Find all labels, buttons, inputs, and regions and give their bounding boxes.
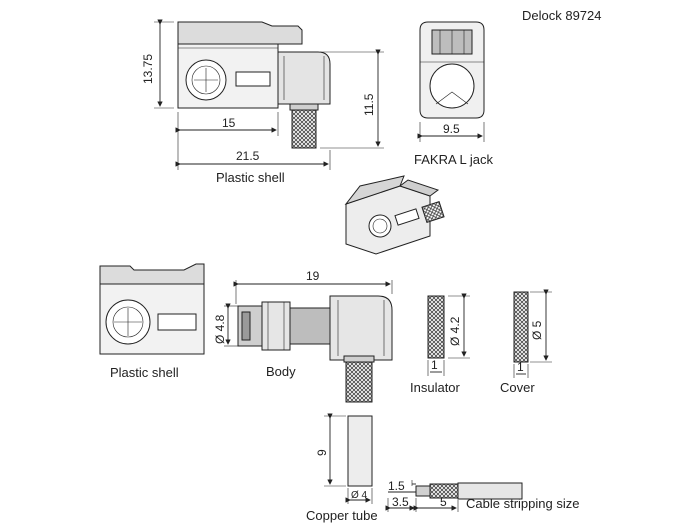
dim-dia-4-8: Ø 4.8 (213, 314, 227, 344)
cable-strip-part: 1.5 3.5 5 Cable stripping size (385, 479, 579, 512)
label-insulator: Insulator (410, 380, 461, 395)
dim-cov-1: 1 (517, 360, 524, 374)
dim-13-75: 13.75 (141, 54, 155, 84)
dim-15: 15 (222, 116, 236, 130)
dim-dia-4-2: Ø 4.2 (448, 316, 462, 346)
label-fakra: FAKRA L jack (414, 152, 493, 167)
page-title: Delock 89724 (522, 8, 602, 23)
copper-tube-part: 9 Ø 4 Copper tube (306, 413, 378, 523)
dim-tube-dia-4: Ø 4 (351, 490, 368, 501)
dim-9-5: 9.5 (443, 122, 460, 136)
label-copper-tube: Copper tube (306, 508, 378, 523)
dim-21-5: 21.5 (236, 149, 260, 163)
iso-view (344, 175, 445, 255)
dim-strip-3-5: 3.5 (392, 495, 409, 509)
fakra-side-view: 9.5 FAKRA L jack (414, 21, 493, 167)
label-plastic-shell-top: Plastic shell (216, 170, 285, 185)
cover-part: Ø 5 1 Cover (500, 289, 552, 395)
insulator-part: Ø 4.2 1 Insulator (410, 293, 470, 395)
label-cable-strip: Cable stripping size (466, 496, 579, 511)
dim-ins-1: 1 (431, 358, 438, 372)
label-plastic-shell-bottom: Plastic shell (110, 365, 179, 380)
dim-strip-1-5: 1.5 (388, 479, 405, 493)
dim-tube-9: 9 (315, 449, 329, 456)
plastic-shell-part: Plastic shell (99, 263, 205, 380)
dim-11-5: 11.5 (362, 93, 376, 116)
shell-front-view (177, 21, 331, 149)
dims-top-left: 13.75 15 21.5 11.5 Plastic shell (141, 19, 384, 185)
dim-19: 19 (306, 269, 320, 283)
label-cover: Cover (500, 380, 535, 395)
dim-dia-5: Ø 5 (530, 320, 544, 340)
dim-strip-5: 5 (440, 495, 447, 509)
body-part: 19 Ø 4.8 Body (213, 269, 393, 403)
label-body: Body (266, 364, 296, 379)
